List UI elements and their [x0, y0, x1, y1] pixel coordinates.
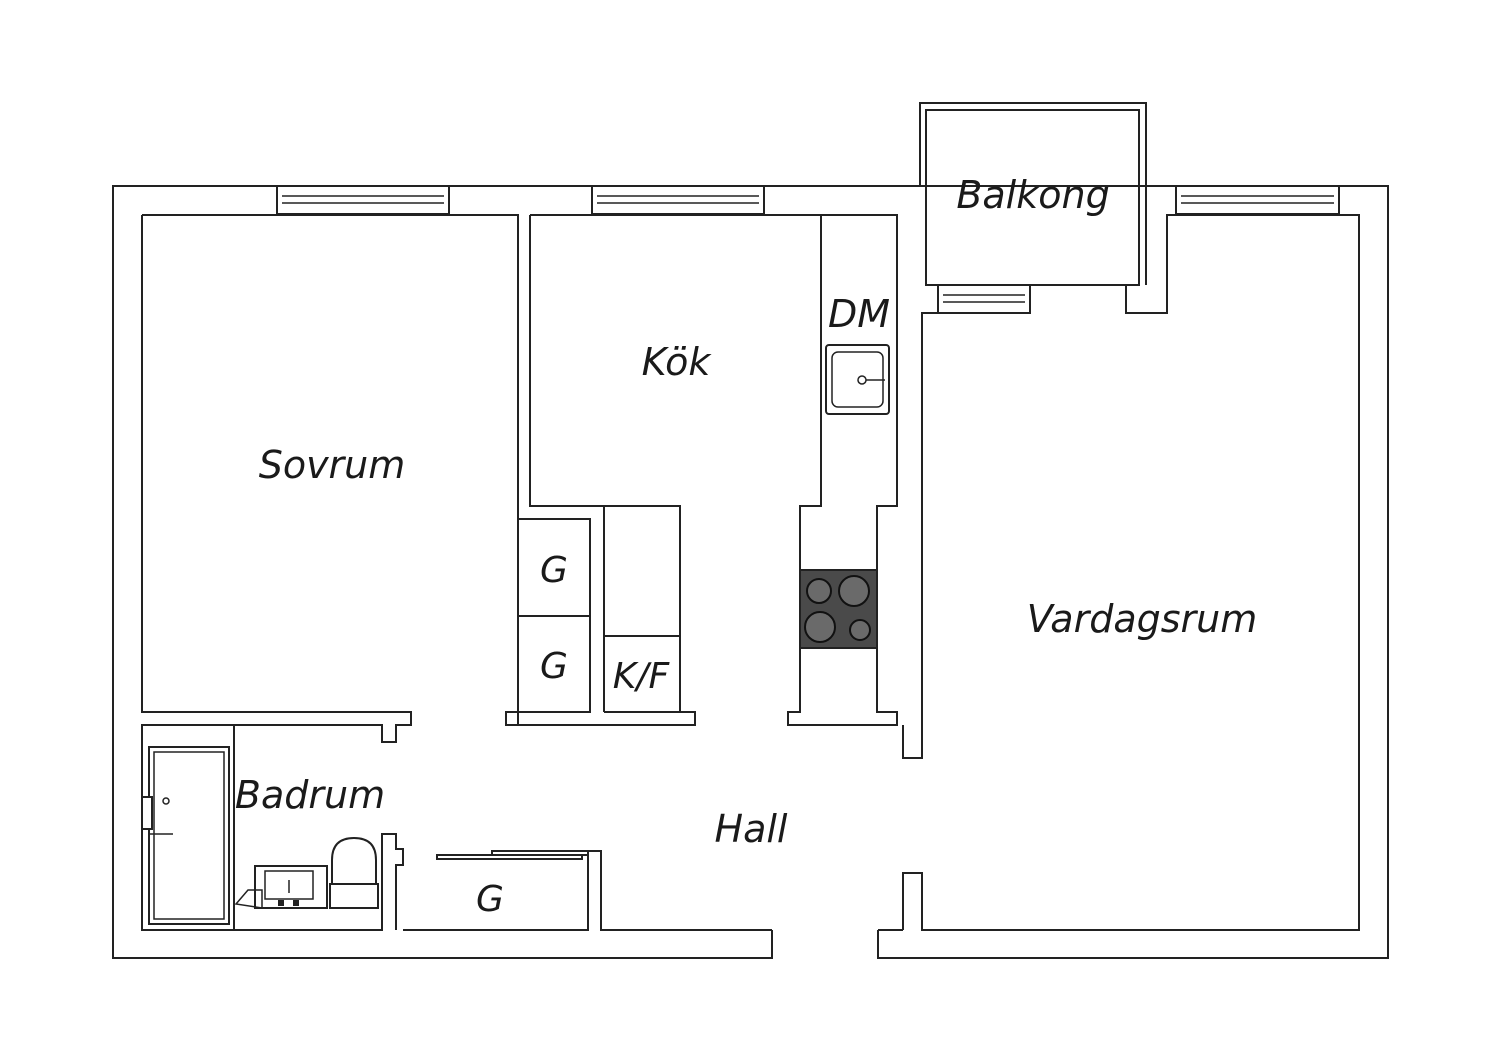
washbasin-icon [234, 865, 328, 909]
balcony-rail [919, 102, 1147, 187]
sovrum-label: Sovrum [259, 443, 406, 487]
wardrobe-label-1: G [540, 550, 568, 591]
sink-icon [825, 344, 890, 415]
hall-label: Hall [715, 807, 788, 851]
dm-label: DM [828, 292, 890, 336]
vardagsrum-walls [902, 214, 1360, 931]
badrum-label: Badrum [235, 773, 385, 817]
window-icon [591, 185, 765, 215]
toilet-icon [329, 836, 379, 909]
hall-closet-walls [403, 850, 903, 931]
sliding-door-icon [436, 850, 589, 860]
outer-walls [112, 102, 1389, 959]
window-icon [276, 185, 450, 215]
entrance-door-icon [141, 746, 230, 925]
vardagsrum-label: Vardagsrum [1027, 597, 1258, 641]
balcony-floor [925, 109, 1140, 286]
fridge-freezer-label: K/F [613, 656, 671, 697]
stove-icon [799, 569, 878, 649]
sovrum-walls [141, 214, 591, 743]
window-icon [1175, 185, 1340, 215]
wardrobe-label-2: G [540, 646, 568, 687]
hall-closet-label: G [476, 879, 504, 920]
kok-label: Kök [642, 340, 713, 384]
badrum-walls [141, 724, 404, 931]
balkong-label: Balkong [956, 173, 1109, 217]
window-icon [937, 284, 1031, 314]
